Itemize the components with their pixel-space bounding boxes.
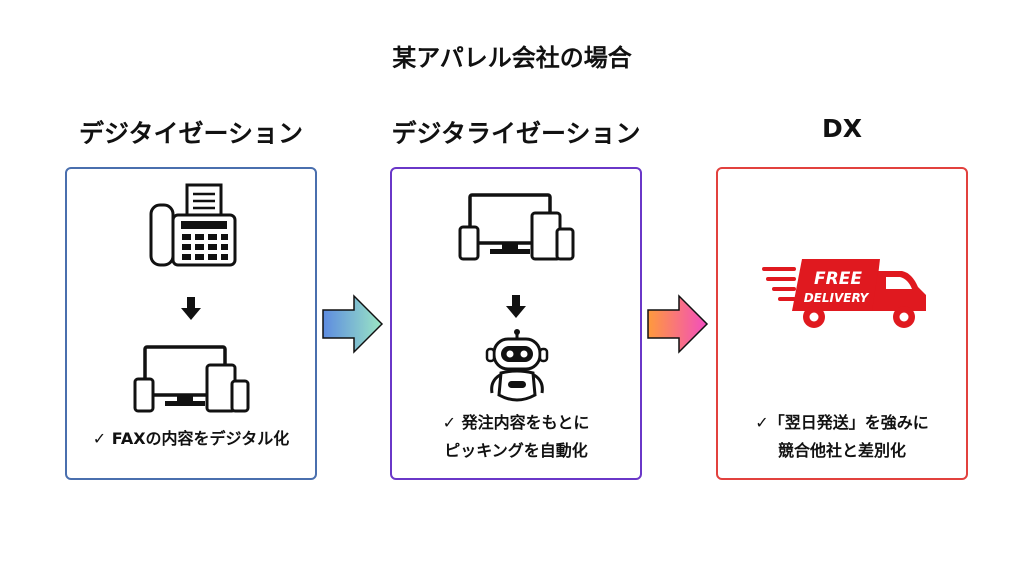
heading-dx: DX [821,114,863,143]
gradient-arrow-icon [322,294,384,354]
dx-box: FREE DELIVERY ✓「翌日発送」を強みに 競合他社と差別化 [716,167,968,480]
caption-line: ✓ 発注内容をもとに [442,413,590,432]
caption-line: ✓「翌日発送」を強みに [755,413,929,432]
caption-line: ✓ FAXの内容をデジタル化 [92,429,290,448]
digitalization-box: ✓ 発注内容をもとに ピッキングを自動化 [390,167,642,480]
heading-digitalization: デジタライゼーション [391,119,641,148]
page-title: 某アパレル会社の場合 [392,44,632,72]
caption-line: ピッキングを自動化 [444,441,588,460]
digitization-box: ✓ FAXの内容をデジタル化 [65,167,317,480]
delivery-truck-icon: FREE DELIVERY [762,259,926,328]
down-arrow-icon [181,297,201,320]
fax-icon [149,183,237,267]
robot-icon [485,329,549,402]
truck-label-delivery: DELIVERY [804,291,870,305]
truck-label-free: FREE [814,269,862,289]
gradient-arrow-icon [647,294,709,354]
down-arrow-icon [506,295,526,318]
devices-icon [458,193,575,261]
caption-line: 競合他社と差別化 [777,441,906,460]
heading-digitization: デジタイゼーション [78,119,303,148]
devices-icon [133,345,250,413]
